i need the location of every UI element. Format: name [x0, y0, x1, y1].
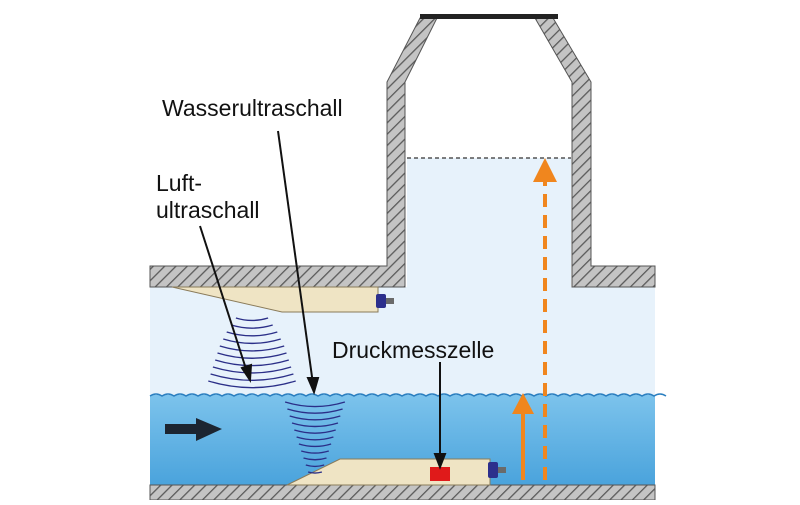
- air-sensor-plug-icon: [386, 298, 394, 304]
- air-waves-arc: [235, 317, 269, 322]
- air-waves-arc: [210, 373, 294, 381]
- air-waves-arc: [219, 345, 285, 352]
- label-air-ultrasound-line2: ultraschall: [156, 197, 260, 223]
- channel-floor: [149, 484, 656, 501]
- label-air-ultrasound-line1: Luft-: [156, 170, 203, 196]
- air-waves-arc: [231, 324, 273, 329]
- flow-direction-arrow-icon: [165, 418, 222, 441]
- pressure-cell-icon: [430, 467, 450, 481]
- leader-air-ultrasound-tip: [240, 363, 253, 384]
- air-waves-arc: [208, 380, 296, 389]
- leader-water-ultrasound: [277, 130, 314, 385]
- water-waves-arc: [291, 422, 339, 428]
- water-waves-arc: [294, 429, 336, 434]
- water-surface: [149, 393, 667, 397]
- level-arrow-dashed-head-icon: [533, 158, 557, 182]
- water-waves-arc: [305, 464, 325, 468]
- air-waves-arc: [212, 366, 292, 374]
- leader-air-ultrasound: [199, 225, 248, 373]
- air-ultrasound-sensor: [171, 286, 379, 313]
- wall-right-ceiling: [534, 17, 656, 288]
- water-waves-arc: [300, 450, 330, 454]
- level-arrows: [512, 158, 557, 480]
- air-waves-arc: [226, 331, 278, 337]
- leader-lines: [199, 130, 447, 470]
- shaft-upper-air: [407, 18, 571, 158]
- floor-sensor-cap-icon: [488, 462, 498, 478]
- water-waves-arc: [298, 443, 332, 448]
- water-waves-arc: [296, 436, 334, 441]
- water-waves-arc: [289, 415, 341, 421]
- air-waves-arc: [217, 352, 287, 359]
- air-sensor-cap-icon: [376, 294, 386, 308]
- water-waves-arc: [287, 408, 343, 414]
- leader-water-ultrasound-tip: [306, 377, 320, 395]
- air-waves-arc: [214, 359, 290, 367]
- water-ultrasound-waves: [284, 401, 346, 474]
- shaft-lid: [420, 14, 558, 19]
- level-arrow-solid-head-icon: [512, 393, 534, 414]
- leader-pressure-cell-tip: [433, 453, 447, 470]
- water-waves-arc: [307, 471, 323, 474]
- air-ultrasound-waves: [208, 317, 296, 389]
- water-waves-arc: [284, 401, 346, 408]
- label-water-ultrasound: Wasserultraschall: [162, 95, 343, 121]
- air-waves-arc: [223, 338, 281, 345]
- water-waves-arc: [303, 457, 327, 461]
- label-pressure-cell: Druckmesszelle: [332, 337, 495, 363]
- floor-sensor-plug-icon: [498, 467, 506, 473]
